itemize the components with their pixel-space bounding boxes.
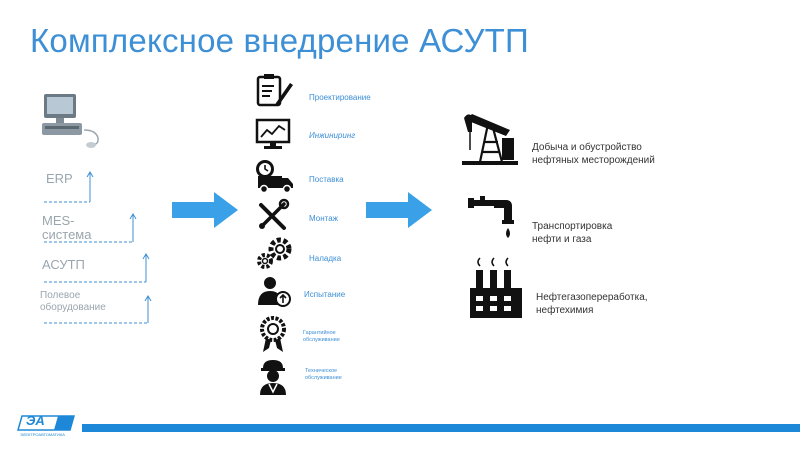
service-testing: Испытание: [304, 290, 346, 299]
service-maintenance: Техническое обслуживание: [305, 368, 342, 381]
level-field: Полевое оборудование: [40, 290, 106, 313]
footer-bar: [82, 424, 800, 432]
outcome-transport: Транспортировка нефти и газа: [532, 221, 613, 245]
service-engineering: Инжиниринг: [309, 131, 356, 140]
arrow-to-outcomes: [366, 192, 434, 228]
page-title: Комплексное внедрение АСУТП: [30, 22, 529, 59]
service-supply: Поставка: [309, 175, 344, 184]
service-design: Проектирование: [309, 93, 371, 102]
factory-icon: [468, 257, 524, 320]
service-installation: Монтаж: [309, 214, 338, 223]
worker-icon: [257, 358, 289, 396]
level-connectors: [30, 165, 160, 330]
delivery-truck-icon: [254, 158, 296, 194]
award-ribbon-icon: [258, 316, 288, 354]
pipe-valve-icon: [466, 196, 516, 246]
user-test-icon: [256, 275, 292, 307]
monitor-chart-icon: [255, 118, 291, 150]
service-warranty: Гарантийное обслуживание: [303, 330, 340, 343]
design-document-icon: [254, 73, 294, 109]
level-erp: ERP: [46, 171, 73, 186]
outcome-oil-production: Добыча и обустройство нефтяных месторожд…: [532, 142, 655, 166]
logo-text: ЭА: [26, 413, 45, 428]
logo-tagline: ЭЛЕКТРОАВТОМАТИКА: [20, 432, 65, 437]
computer-icon: [36, 90, 106, 150]
oil-pump-icon: [462, 110, 518, 166]
arrow-to-services: [172, 192, 240, 228]
level-asutp: АСУТП: [42, 257, 85, 272]
outcome-refining: Нефтегазопереработка, нефтехимия: [536, 292, 648, 316]
gears-icon: [254, 236, 294, 270]
company-logo: [17, 414, 78, 440]
level-mes: MES-система: [42, 213, 92, 242]
service-commissioning: Наладка: [309, 254, 342, 263]
tools-icon: [256, 198, 290, 232]
